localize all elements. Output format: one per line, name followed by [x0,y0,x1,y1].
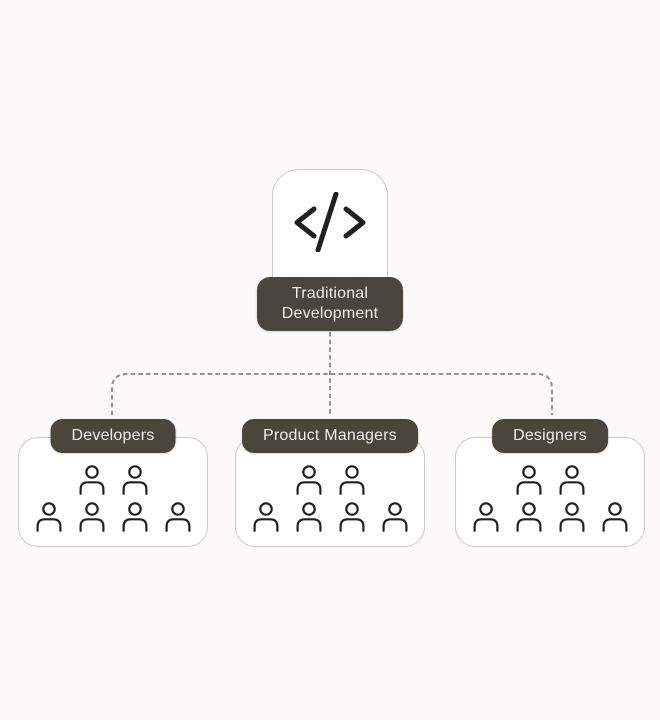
person-icon [473,502,498,532]
person-icon [602,502,627,532]
people-row [456,501,644,532]
group-label-product-managers: Product Managers [242,419,418,453]
person-icon [516,465,541,495]
person-icon [253,502,278,532]
people-row [456,464,644,495]
person-icon [79,465,104,495]
person-icon [122,465,147,495]
people-row [236,501,424,532]
person-icon [382,502,407,532]
group-box-developers [18,437,208,547]
group-box-product-managers [235,437,425,547]
group-label-developers: Developers [50,419,176,453]
branch-connector [111,373,553,415]
person-icon [36,502,61,532]
root-node-label: Traditional Development [257,277,403,332]
person-icon [122,502,147,532]
person-icon [339,502,364,532]
person-icon [296,465,321,495]
group-product-managers: Product Managers [235,419,425,549]
person-icon [165,502,190,532]
person-icon [339,465,364,495]
person-icon [516,502,541,532]
group-developers: Developers [18,419,208,549]
code-icon [294,192,366,252]
people-row [236,464,424,495]
group-box-designers [455,437,645,547]
person-icon [559,502,584,532]
people-row [19,464,207,495]
person-icon [559,465,584,495]
group-designers: Designers [455,419,645,549]
people-row [19,501,207,532]
person-icon [79,502,104,532]
person-icon [296,502,321,532]
group-label-designers: Designers [492,419,608,453]
